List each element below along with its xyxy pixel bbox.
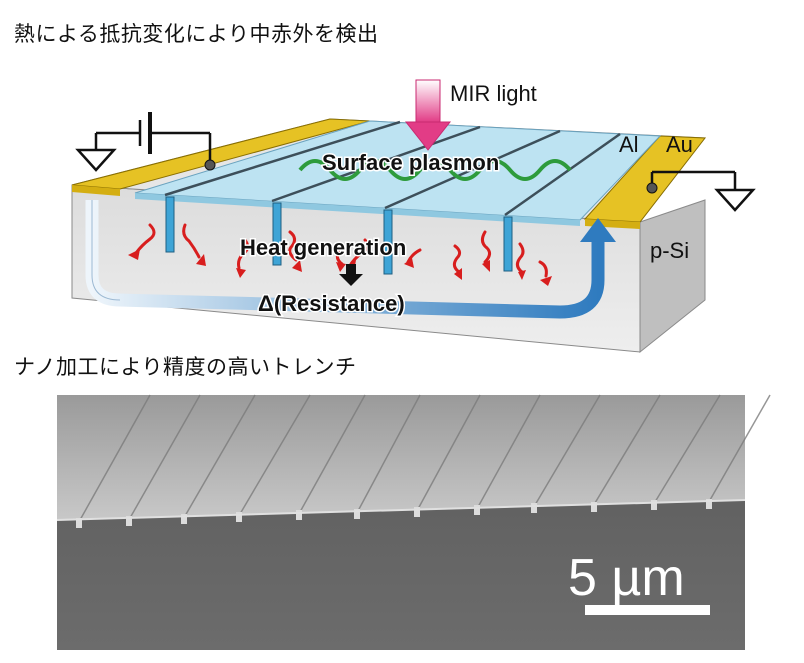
sem-diagonal-grooves [79,394,771,521]
current-arrow-head [580,218,616,242]
caption-top: 熱による抵抗変化により中赤外を検出 [14,22,379,46]
al-label: Al [619,132,639,157]
right-contact-point [646,182,658,194]
substrate-label: p-Si [650,238,689,263]
ground-symbol-right [714,188,756,212]
scale-bar [585,605,710,615]
trench-lines [164,120,621,217]
surface-plasmon-label: Surface plasmon [322,150,499,175]
mir-light-arrow [404,79,452,151]
surface-plasmon-wave [298,159,572,181]
device-right-face [639,199,706,354]
au-label: Au [666,132,693,157]
heat-arrows [134,223,548,278]
resistance-label: Δ(Resistance) [258,291,405,316]
plasmonic-plate-edge [135,193,580,226]
mir-light-label: MIR light [450,81,537,106]
sem-micrograph: 5 µm [56,394,771,650]
sem-trench-notches [76,499,712,528]
sem-edge-highlight [56,499,746,521]
trench-slots [165,196,513,275]
scale-bar-label: 5 µm [568,549,685,607]
device-diagram: MIR light Al Au Surface plasmon Heat gen… [71,79,756,354]
sem-top-surface [57,395,745,520]
heat-generation-label: Heat generation [240,235,406,260]
ground-symbol-left [75,148,117,172]
battery-circuit [94,112,212,162]
caption-bottom: ナノ加工により精度の高いトレンチ [14,355,357,379]
right-gold-pad [583,135,706,223]
left-gold-edge [72,185,120,196]
resistance-down-arrow [339,264,363,286]
left-contact-point [204,159,216,171]
